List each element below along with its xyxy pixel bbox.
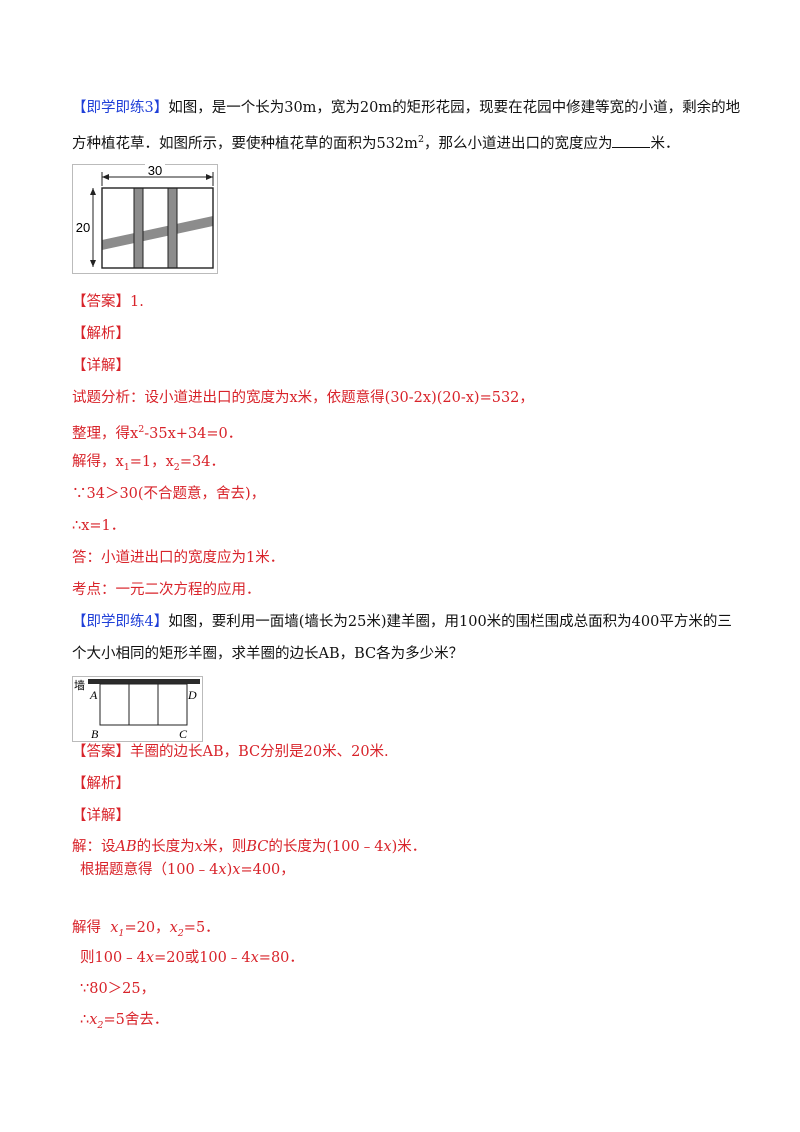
p3-step2a: 整理，得x [72,425,139,442]
p3-step2-sup: 2 [138,424,145,435]
p3-step6: 答：小道进出口的宽度应为1米． [72,550,285,566]
p3-step2: 整理，得x2-35x+34=0． [72,420,242,444]
p4-s3d: x [169,920,178,936]
p4-step3: 解得 x1=20，x2=5． [72,918,220,944]
p3-step7: 考点：一元二次方程的应用． [72,582,261,598]
p3-step1: 试题分析：设小道进出口的宽度为x米，依题意得(30-2x)(20-x)=532， [72,390,534,406]
p4-step4: 则100﹣4x=20或100﹣4x=80． [80,948,304,968]
point-d-label: D [187,688,197,702]
p4-s1b: AB [115,839,137,855]
p3-step3c: =34． [179,454,225,470]
p3-step3-sub1: 1 [123,461,130,473]
p4-s2e: =400， [240,862,295,878]
p4-s3a: 解得 [72,920,101,936]
p4-s2b: x [218,862,227,878]
point-b-label: B [91,727,99,741]
p4-analysis: 【解析】 [72,776,130,792]
p4-s4b: x [145,950,155,966]
p4-s6b: x [89,1012,98,1028]
garden-figure: 30 20 [72,164,218,274]
p3-answer: 【答案】1. [72,294,144,310]
point-a-label: A [89,688,98,702]
p4-s3-sub2: 2 [177,927,184,939]
p4-s2c: ) [226,862,233,878]
problem4-line1: 【即学即练4】如图，要利用一面墙(墙长为25米)建羊圈，用100米的围栏围成总面… [72,612,732,632]
problem4-line2: 个大小相同的矩形羊圈，求羊圈的边长AB，BC各为多少米？ [72,646,464,662]
answer-blank [612,133,651,148]
garden-height-label: 20 [76,220,90,235]
p4-s4d: x [250,950,259,966]
p4-detail: 【详解】 [72,808,130,824]
p4-s6a: ∴ [80,1012,90,1028]
p4-s1f: BC [246,839,269,855]
problem3-line1: 【即学即练3】如图，是一个长为30m，宽为20m的矩形花园，现要在花园中修建等宽… [72,98,740,118]
problem4-tag: 【即学即练4】 [72,614,169,630]
p4-s6-sub: 2 [97,1019,104,1031]
p4-s2a: 根据题意得（100﹣4 [80,862,219,878]
p3-step2b: -35x+34=0． [144,425,243,442]
p4-s1c: 的长度为 [136,839,195,855]
garden-width-label: 30 [148,164,162,178]
p3-step3a: 解得，x [72,454,124,470]
p3-analysis: 【解析】 [72,326,130,342]
pen-figure: 墙 A D B C [72,676,203,742]
p4-s1h: x [383,839,392,855]
problem3-text2c: 米． [650,135,680,152]
problem3-text2a: 方种植花草．如图所示，要使种植花草的面积为532m [72,135,418,152]
wall-label: 墙 [74,678,85,692]
p4-s3-sub1: 1 [118,927,125,939]
problem4-text1: 如图，要利用一面墙(墙长为25米)建羊圈，用100米的围栏围成总面积为400平方… [168,614,732,630]
p4-s1a: 解：设 [72,839,116,855]
p4-step6: ∴x2=5舍去． [80,1010,168,1036]
p3-detail: 【详解】 [72,358,130,374]
problem3-tag: 【即学即练3】 [72,100,169,116]
p3-step5: ∴x=1． [72,518,126,534]
p4-s1g: 的长度为(100﹣4 [268,839,384,855]
p4-s1i: )米． [391,839,427,855]
p4-answer: 【答案】羊圈的边长AB，BC分别是20米、20米. [72,744,389,760]
problem3-line2: 方种植花草．如图所示，要使种植花草的面积为532m2，那么小道进出口的宽度应为 米… [72,130,679,154]
p4-step1: 解：设AB的长度为x米，则BC的长度为(100﹣4x)米． [72,837,426,857]
point-c-label: C [179,727,188,741]
problem3-text1: 如图，是一个长为30m，宽为20m的矩形花园，现要在花园中修建等宽的小道，剩余的… [168,100,741,116]
p4-s1e: 米，则 [202,839,247,855]
p4-s2d: x [232,862,241,878]
problem3-text2b: ，那么小道进出口的宽度应为 [423,135,613,152]
p4-step5: ∵80＞25， [80,981,156,997]
p3-step3: 解得，x1=1，x2=34． [72,452,225,478]
p4-s4c: =20或100﹣4 [154,950,251,966]
p4-s3e: =5． [183,920,220,936]
p4-s4a: 则100﹣4 [80,950,146,966]
p4-s4e: =80． [258,950,304,966]
p4-s6c: =5舍去． [103,1012,169,1028]
problem3-text2-sup: 2 [417,134,424,145]
p3-step3-sub2: 2 [173,461,180,473]
p4-s3c: =20， [124,920,170,936]
p3-step4: ∵34＞30(不合题意，舍去)， [72,486,266,502]
p4-s3b: x [110,920,119,936]
p4-step2: 根据题意得（100﹣4x)x=400， [80,860,295,880]
p3-step3b: =1，x [129,454,174,470]
p4-s1d: x [194,839,203,855]
